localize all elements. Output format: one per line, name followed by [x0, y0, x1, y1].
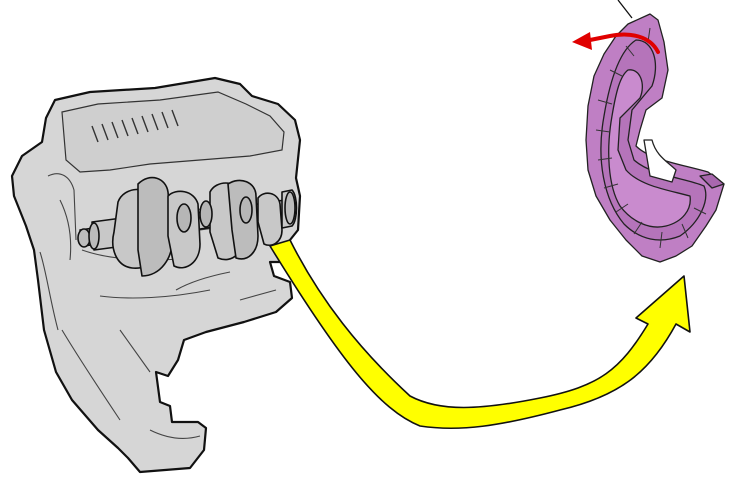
pulley-inner-ring-2 — [608, 69, 691, 228]
engine-block — [10, 76, 302, 474]
crank-web-2 — [137, 176, 173, 277]
rotation-arrow — [572, 32, 660, 54]
crank-web-6 — [257, 192, 283, 246]
engine-ribs — [91, 109, 179, 143]
transfer-arrow-body — [269, 239, 691, 430]
pulley-cover — [585, 13, 725, 263]
pulley-ribs — [595, 27, 707, 249]
rotation-arrow-head — [572, 32, 592, 50]
engine-block-body — [10, 76, 302, 474]
crankshaft-nose — [77, 228, 91, 248]
leader-line — [617, 0, 633, 19]
transfer-arrow — [269, 239, 691, 430]
pulley-hub-slot — [643, 139, 677, 183]
crankshaft — [77, 176, 298, 277]
engine-top-cover — [61, 91, 285, 173]
rotation-arrow-curve — [588, 32, 660, 54]
